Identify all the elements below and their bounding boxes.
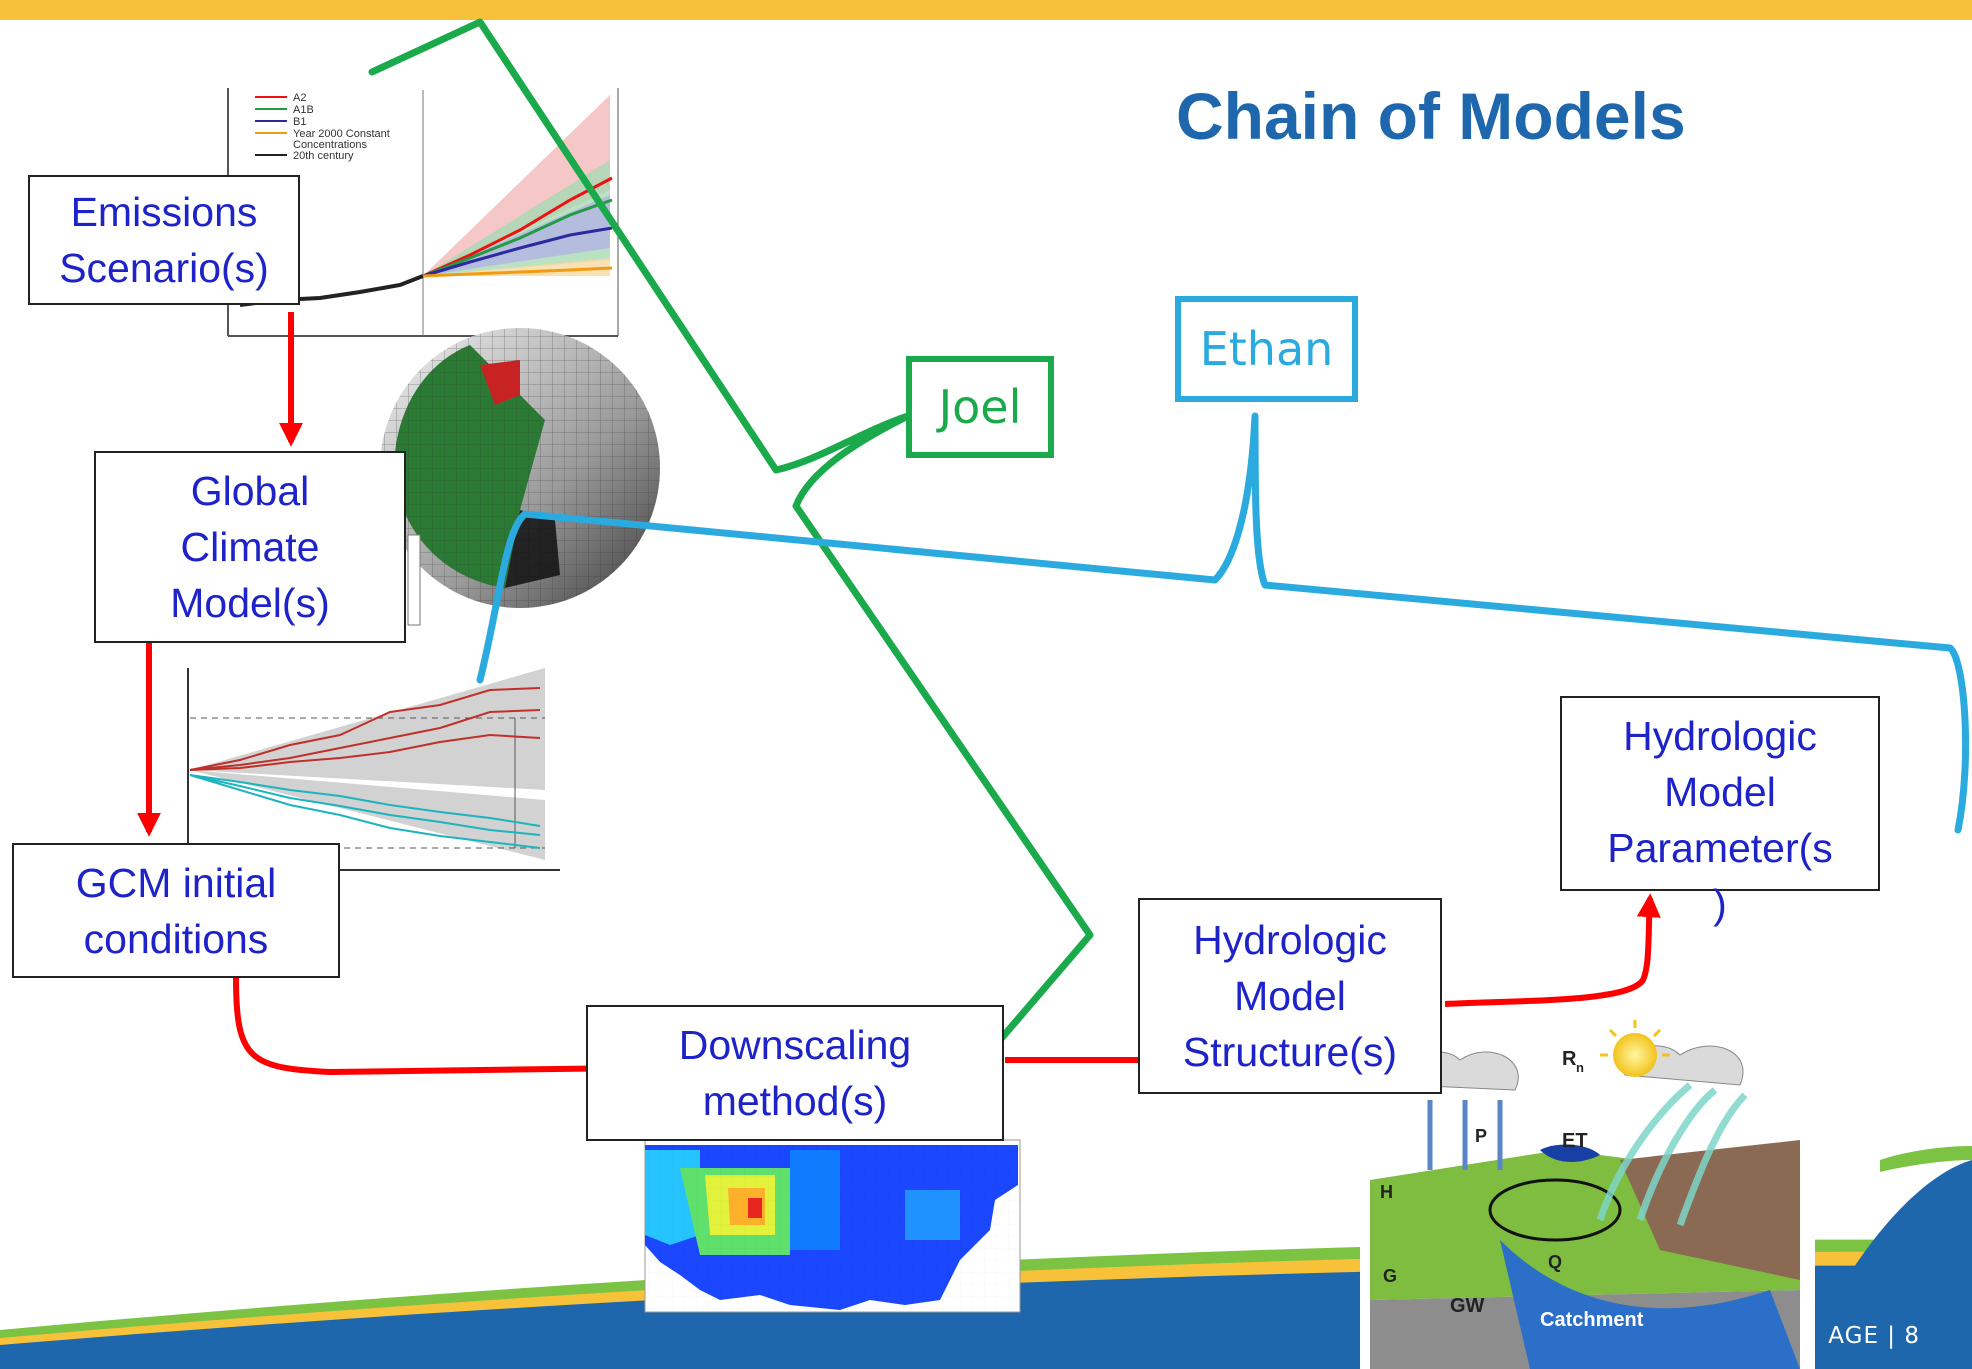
right-wave-green: [1880, 1146, 1972, 1172]
gcm-initial-conditions-box: GCM initial conditions: [12, 843, 340, 978]
top-band: [0, 0, 1972, 20]
label-rn: R: [1562, 1048, 1577, 1070]
downscaling-method-box: Downscaling method(s): [586, 1005, 1004, 1141]
scenario-legend: A2 A1B B1 Year 2000 Constant Concentrati…: [255, 92, 390, 162]
label-catchment: Catchment: [1540, 1309, 1644, 1331]
emissions-scenario-box: Emissions Scenario(s): [28, 175, 300, 305]
flow-arrows: [137, 312, 1661, 1081]
label-gw: GW: [1450, 1295, 1485, 1317]
global-climate-model-box: Global Climate Model(s): [94, 451, 406, 643]
downscaling-heatmap-image: [644, 1139, 1021, 1313]
legend-a1b: A1B: [293, 104, 314, 116]
joel-label: Joel: [906, 356, 1054, 458]
label-h: H: [1380, 1182, 1393, 1202]
hydrologic-model-structure-box: Hydrologic Model Structure(s): [1138, 898, 1442, 1094]
legend-concentrations: Concentrations: [293, 139, 367, 151]
page-number: AGE | 8: [1828, 1323, 1920, 1349]
legend-constant: Year 2000 Constant: [293, 128, 390, 140]
right-wave-blue: [1800, 1160, 1972, 1369]
arrow-initial-to-downscaling: [233, 977, 640, 1081]
globe-image: [380, 328, 660, 626]
hydrologic-model-parameter-box: Hydrologic Model Parameter(s ): [1560, 696, 1880, 927]
legend-a2: A2: [293, 92, 306, 104]
ethan-bracket: [476, 412, 1970, 834]
label-g: G: [1383, 1266, 1397, 1286]
legend-20th: 20th century: [293, 150, 354, 162]
legend-b1: B1: [293, 116, 306, 128]
page-title: Chain of Models: [1176, 79, 1686, 153]
arrow-structure-to-parameters: [1444, 893, 1661, 1007]
label-et: ET: [1562, 1130, 1588, 1152]
label-p: P: [1475, 1126, 1487, 1146]
label-rn-sub: n: [1576, 1060, 1584, 1075]
ethan-label: Ethan: [1175, 296, 1358, 402]
label-q: Q: [1548, 1252, 1562, 1272]
